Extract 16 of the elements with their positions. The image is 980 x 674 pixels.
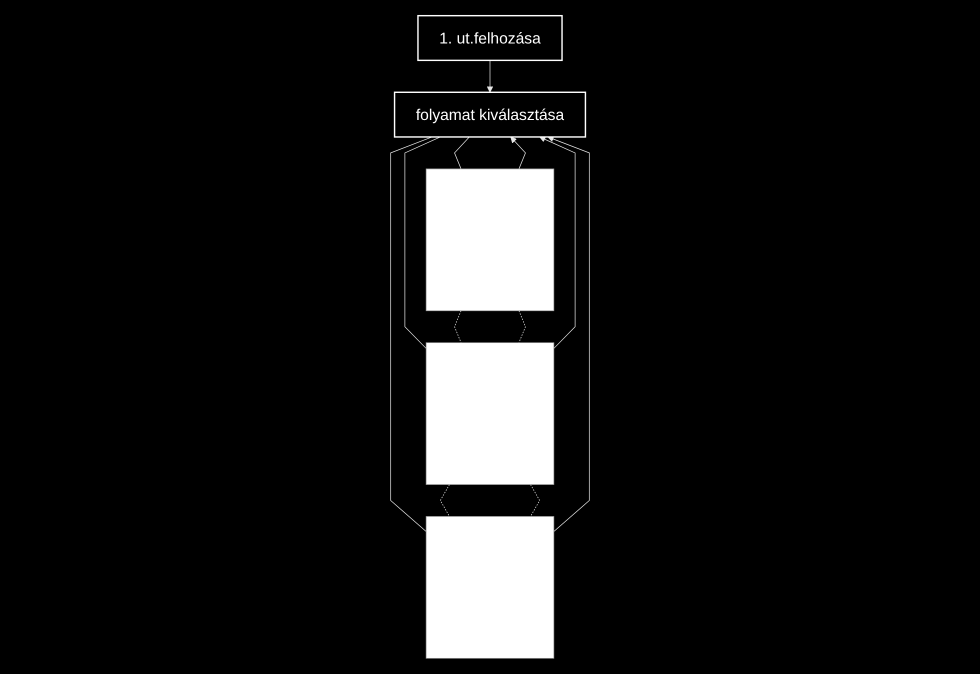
arrow: [510, 136, 526, 170]
dotted-line: [518, 310, 526, 344]
arrow: [486, 60, 494, 93]
node-box: folyamat kiválasztása: [394, 92, 586, 138]
dotted-line: [530, 484, 540, 517]
node-box: 1. ut.felhozása: [417, 14, 563, 62]
node-box: [426, 342, 554, 485]
connector-line: [454, 136, 470, 170]
node-box: [426, 168, 554, 312]
arrow: [539, 136, 576, 349]
dotted-line: [440, 484, 450, 517]
dotted-line: [454, 310, 462, 344]
connector-line: [404, 136, 441, 349]
node-box: [426, 516, 554, 659]
arrow: [548, 136, 590, 532]
connector-line: [390, 136, 432, 532]
